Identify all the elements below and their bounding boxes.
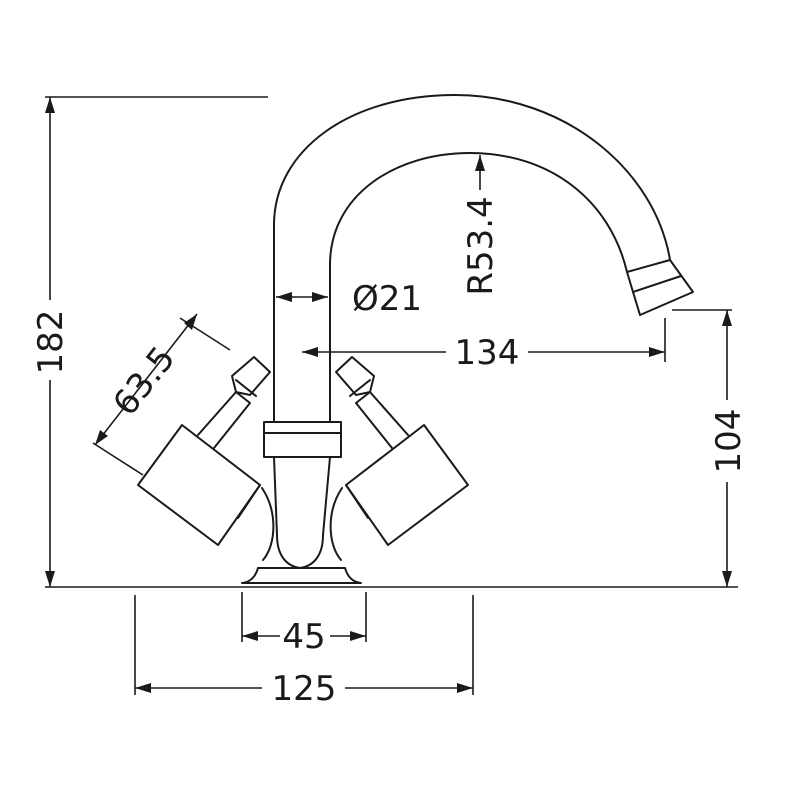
left-lever-tip (231, 356, 271, 396)
dimension-handle-span: 125 (134, 595, 474, 709)
right-lever-edge (345, 484, 369, 519)
dimension-line-63-5 (94, 313, 198, 446)
arrow-up (45, 97, 55, 113)
label-182: 182 (31, 310, 71, 375)
label-45: 45 (282, 617, 325, 657)
left-handle (137, 356, 271, 546)
arrow-right (457, 683, 473, 693)
label-125: 125 (272, 669, 337, 709)
dimension-overall-height: 182 (30, 96, 268, 587)
label-104: 104 (709, 409, 749, 474)
arrow-right (312, 292, 328, 302)
arrow-left (302, 347, 318, 357)
dimension-handle-length: 63.5 (92, 313, 231, 476)
left-lever-block (137, 424, 261, 546)
spout-nozzle (626, 259, 694, 316)
arrow-left (276, 292, 292, 302)
left-lever-edge (237, 484, 261, 519)
right-lever-tip (335, 356, 375, 396)
arrow-right (350, 631, 366, 641)
right-lever-stem (355, 391, 409, 449)
dimension-spout-height: 104 (672, 309, 749, 587)
right-body-curve (329, 487, 343, 561)
right-lever-block (345, 424, 469, 546)
dimension-base-width: 45 (241, 592, 367, 657)
tap-body-outline (137, 94, 694, 584)
label-134: 134 (455, 333, 520, 373)
arrow-down (45, 571, 55, 587)
label-63-5: 63.5 (105, 339, 183, 423)
right-lever-tip-ring (349, 379, 371, 397)
label-r53-4: R53.4 (461, 196, 501, 295)
left-lever-tip-ring (235, 379, 257, 397)
left-lever-stem (197, 391, 251, 449)
center-collar (263, 421, 342, 458)
arrow-down (722, 571, 732, 587)
nozzle-divider (632, 275, 682, 293)
dimension-spout-diameter: Ø21 (276, 279, 422, 319)
label-21: Ø21 (352, 279, 422, 319)
left-body-curve (261, 487, 275, 561)
arrow-a (184, 314, 197, 330)
arrow-left (135, 683, 151, 693)
tap-base (241, 567, 362, 584)
spout-outer-curve (273, 94, 671, 423)
dimension-spout-radius: R53.4 (461, 155, 501, 296)
arrow-right (649, 347, 665, 357)
extension-line-b (92, 442, 144, 476)
arrow-left (242, 631, 258, 641)
center-body (273, 456, 331, 569)
right-handle (335, 356, 469, 546)
dimension-spout-reach: 134 (302, 318, 666, 373)
spout-inner-curve (329, 152, 628, 423)
arrow-radius (475, 155, 485, 171)
arrow-up (722, 310, 732, 326)
arrow-b (95, 430, 108, 445)
